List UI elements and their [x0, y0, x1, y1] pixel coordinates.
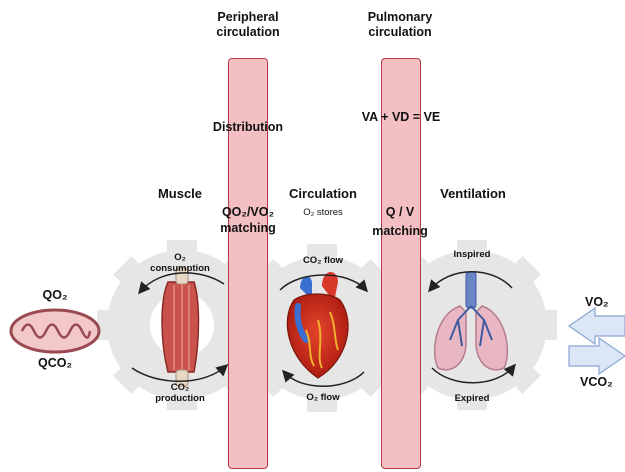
peripheral-title-line2: circulation — [198, 25, 298, 40]
airway-arrows — [569, 308, 625, 374]
expired-label: Expired — [432, 393, 512, 404]
o2-consumption-line2: consumption — [140, 263, 220, 274]
o2-flow-label: O₂ flow — [283, 392, 363, 403]
peripheral-circulation-title: Peripheral circulation — [198, 10, 298, 40]
peripheral-matching-label: matching — [198, 221, 298, 235]
o2-stores-label: O₂ stores — [283, 207, 363, 218]
q-v-ratio-label: Q / V — [350, 205, 450, 219]
co2-production-line1: CO₂ — [140, 382, 220, 393]
pulmonary-title-line2: circulation — [350, 25, 450, 40]
ventilation-title: Ventilation — [428, 186, 518, 201]
pulmonary-circulation-title: Pulmonary circulation — [350, 10, 450, 40]
mitochondrion-illustration — [11, 310, 99, 352]
circulation-title: Circulation — [278, 186, 368, 201]
o2-consumption-line1: O₂ — [140, 252, 220, 263]
co2-production-label: CO₂ production — [140, 382, 220, 404]
ventilation-equation: VA + VD = VE — [346, 110, 456, 124]
pulmonary-matching-label: matching — [350, 224, 450, 238]
distribution-label: Distribution — [198, 120, 298, 134]
pulmonary-title-line1: Pulmonary — [350, 10, 450, 25]
muscle-illustration — [162, 268, 199, 386]
peripheral-title-line1: Peripheral — [198, 10, 298, 25]
co2-flow-label: CO₂ flow — [283, 255, 363, 266]
vo2-label: VO₂ — [585, 295, 609, 309]
qco2-label: QCO₂ — [20, 356, 90, 370]
co2-production-line2: production — [140, 393, 220, 404]
qo2-label: QO₂ — [20, 288, 90, 302]
inspired-label: Inspired — [432, 249, 512, 260]
o2-consumption-label: O₂ consumption — [140, 252, 220, 274]
muscle-title: Muscle — [140, 186, 220, 201]
vco2-label: VCO₂ — [580, 375, 613, 389]
